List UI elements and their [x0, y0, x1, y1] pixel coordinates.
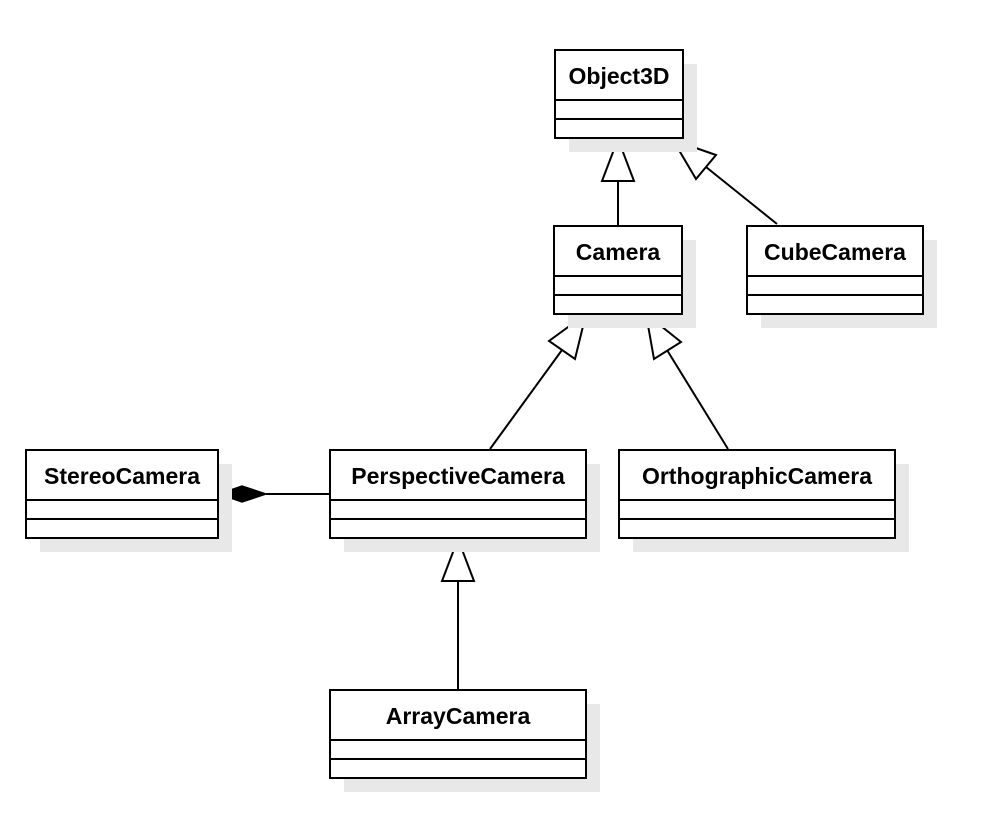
class-orthographiccamera[interactable]: OrthographicCamera [618, 449, 909, 552]
class-name-arraycamera: ArrayCamera [386, 703, 531, 729]
generalization-camera-to-object3d [600, 136, 636, 225]
class-name-orthographiccamera: OrthographicCamera [642, 463, 872, 489]
generalization-arraycamera-to-perspectivecamera [440, 536, 476, 689]
class-arraycamera[interactable]: ArrayCamera [329, 689, 600, 792]
class-name-perspectivecamera: PerspectiveCamera [351, 463, 565, 489]
class-object3d[interactable]: Object3D [554, 49, 697, 152]
class-name-camera: Camera [576, 239, 661, 265]
class-stereocamera[interactable]: StereoCamera [25, 449, 232, 552]
class-perspectivecamera[interactable]: PerspectiveCamera [329, 449, 600, 552]
generalization-perspectivecamera-to-camera [489, 311, 588, 450]
class-camera[interactable]: Camera [553, 225, 696, 328]
class-cubecamera[interactable]: CubeCamera [746, 225, 937, 328]
class-name-object3d: Object3D [569, 63, 670, 89]
generalization-orthographiccamera-to-camera [644, 311, 729, 450]
generalization-cubecamera-to-object3d [670, 138, 778, 225]
class-name-stereocamera: StereoCamera [44, 463, 200, 489]
composition-stereocamera-perspectivecamera [216, 485, 329, 503]
class-name-cubecamera: CubeCamera [764, 239, 906, 265]
